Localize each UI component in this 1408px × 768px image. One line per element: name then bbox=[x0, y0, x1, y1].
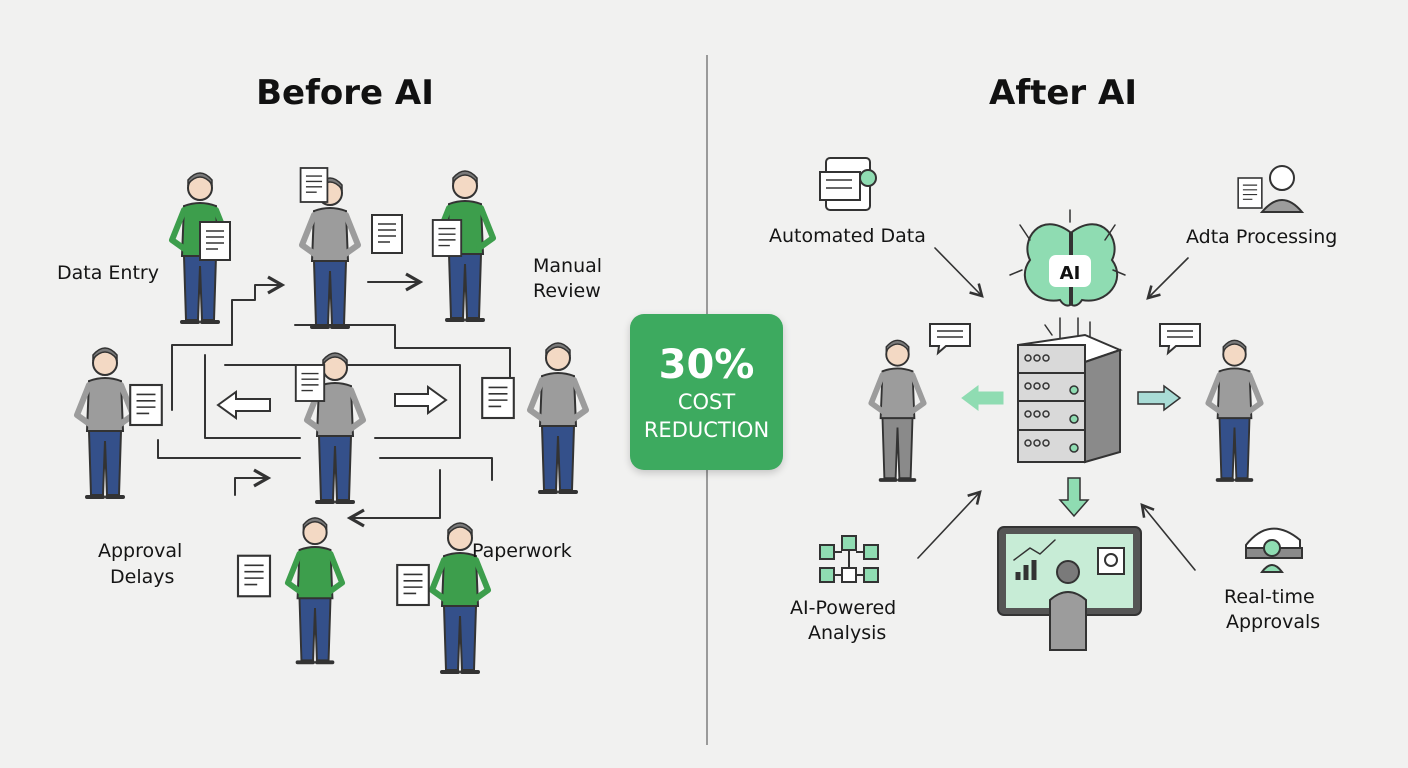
label-paperwork: Paperwork bbox=[472, 540, 572, 562]
person-right bbox=[530, 343, 586, 492]
document-icon bbox=[371, 214, 403, 254]
badge-line1: COST bbox=[677, 390, 736, 414]
person-employee-right bbox=[1208, 340, 1261, 480]
badge-line2: REDUCTION bbox=[643, 418, 770, 442]
label-ai-analysis-2: Analysis bbox=[808, 622, 886, 644]
arrow-left-icon bbox=[961, 385, 1004, 411]
person-approval-delays bbox=[288, 518, 342, 662]
label-manual-review-1: Manual bbox=[533, 255, 602, 277]
network-analysis-icon bbox=[819, 535, 879, 583]
automated-data-icon bbox=[819, 157, 877, 211]
connector-arrows bbox=[917, 247, 1196, 571]
approval-icon bbox=[1245, 527, 1303, 573]
label-automated-data: Automated Data bbox=[769, 225, 926, 247]
document-icon bbox=[236, 554, 272, 598]
label-adta-processing: Adta Processing bbox=[1186, 226, 1337, 248]
chat-bubble-icon bbox=[929, 323, 971, 354]
process-maze bbox=[157, 272, 511, 528]
label-realtime-2: Approvals bbox=[1226, 611, 1320, 633]
label-data-entry: Data Entry bbox=[57, 262, 159, 284]
label-approval-delays-1: Approval bbox=[98, 540, 182, 562]
label-ai-analysis-1: AI-Powered bbox=[790, 597, 896, 619]
before-title: Before AI bbox=[256, 73, 434, 113]
processing-person-icon bbox=[1237, 165, 1305, 213]
document-icon bbox=[299, 167, 329, 203]
server-rack-icon bbox=[1017, 333, 1123, 464]
document-icon bbox=[129, 383, 163, 427]
arrow-right-icon bbox=[1137, 384, 1182, 412]
brain-label: AI bbox=[1060, 263, 1081, 284]
label-realtime-1: Real-time bbox=[1224, 586, 1315, 608]
arrow-down-icon bbox=[1058, 477, 1090, 518]
document-icon bbox=[294, 364, 326, 402]
document-icon bbox=[481, 376, 515, 420]
person-employee-left bbox=[871, 340, 924, 480]
dashboard-monitor bbox=[997, 526, 1142, 651]
badge-percent: 30% bbox=[658, 342, 755, 388]
cost-reduction-badge: 30% COST REDUCTION bbox=[630, 314, 783, 470]
document-icon bbox=[431, 219, 463, 257]
document-icon bbox=[396, 563, 430, 607]
ai-brain: AI bbox=[1009, 209, 1126, 341]
chat-bubble-icon bbox=[1159, 323, 1201, 354]
person-left bbox=[77, 348, 133, 497]
after-title: After AI bbox=[989, 73, 1137, 113]
document-icon bbox=[199, 221, 231, 261]
label-approval-delays-2: Delays bbox=[110, 566, 174, 588]
label-manual-review-2: Review bbox=[533, 280, 601, 302]
